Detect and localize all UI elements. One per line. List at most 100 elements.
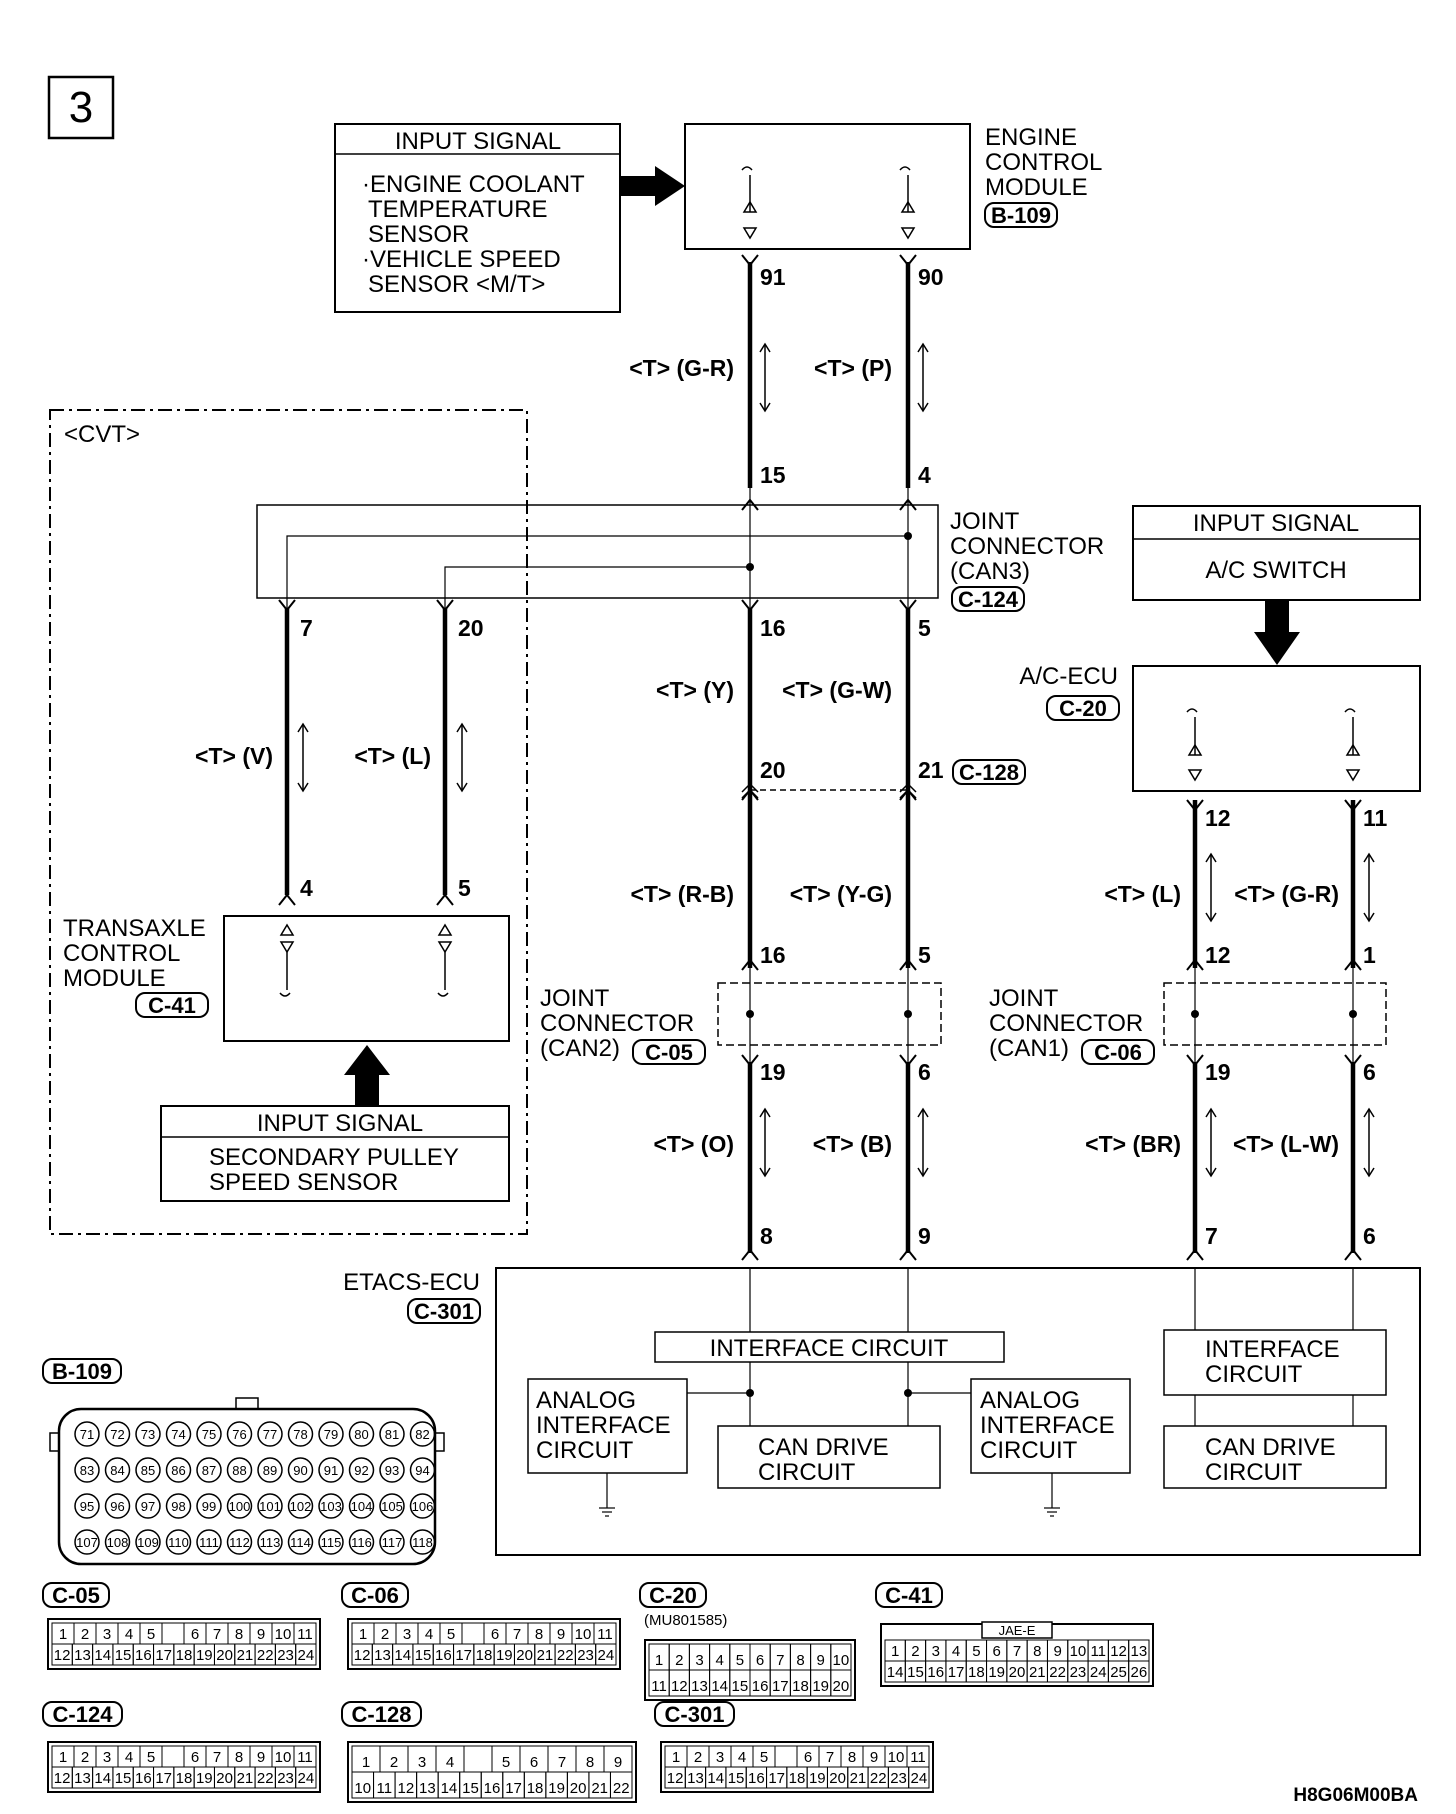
b109-pin-label: 105 [381, 1499, 403, 1514]
ecm-input-title: INPUT SIGNAL [395, 128, 561, 155]
b109-pin [104, 1529, 131, 1555]
c124-pin-label: 4 [125, 1749, 133, 1766]
c41-pin-label: 24 [1090, 1664, 1107, 1681]
tcm-name-3: MODULE [63, 965, 166, 992]
c301-pin-label: 12 [667, 1770, 684, 1787]
ecm-name-3: MODULE [985, 174, 1088, 201]
can1-name-2: CONNECTOR [989, 1010, 1143, 1037]
can2-name-1: JOINT [540, 985, 610, 1012]
c05-pin-label: 13 [74, 1647, 91, 1664]
b109-pin-label: 94 [415, 1463, 429, 1478]
analog-right-3: CIRCUIT [980, 1437, 1078, 1464]
c41-pin-label: 6 [993, 1643, 1001, 1660]
c06-pin-label: 5 [447, 1626, 455, 1643]
c124-tag: C-124 [53, 1702, 114, 1727]
b109-pin-label: 108 [107, 1535, 129, 1550]
wire-label-g-r-ac: <T> (G-R) [1234, 881, 1339, 907]
ac-ecu-name: A/C-ECU [1019, 663, 1118, 690]
b109-pin-label: 115 [321, 1535, 342, 1550]
c06-pin-label: 13 [374, 1647, 391, 1664]
c06-pin-label: 15 [415, 1647, 432, 1664]
can3-pin-16: 16 [760, 615, 786, 641]
c124-pin-label: 13 [74, 1770, 91, 1787]
c06-cavity [461, 1622, 485, 1645]
c128-pin-label: 17 [505, 1780, 522, 1797]
c301-pin-label: 3 [716, 1749, 724, 1766]
c20-pin-label: 8 [796, 1652, 804, 1669]
etacs-interface-circuit: INTERFACE CIRCUIT [710, 1335, 949, 1362]
c301-housing [660, 1741, 934, 1793]
can3-name-2: CONNECTOR [950, 533, 1104, 560]
b109-pin-label: 91 [324, 1463, 338, 1478]
c05-pin-label: 1 [59, 1626, 67, 1643]
b109-pin-label: 96 [110, 1499, 124, 1514]
c128-pin-label: 22 [613, 1780, 630, 1797]
b109-pin [226, 1421, 253, 1447]
arrow-down-icon [1254, 600, 1300, 665]
c128-pin-label: 9 [614, 1754, 622, 1771]
c124-tag-box [42, 1701, 123, 1727]
tcm-name-1: TRANSAXLE [63, 915, 206, 942]
b109-pin-label: 113 [260, 1535, 281, 1550]
b109-pin-label: 98 [171, 1499, 185, 1514]
c05-housing [47, 1618, 321, 1670]
b109-pin [379, 1493, 405, 1519]
c20-pin-label: 1 [655, 1652, 663, 1669]
c128-pin-label: 21 [591, 1780, 608, 1797]
ac-pin-11: 11 [1363, 805, 1388, 831]
wire-label-p: <T> (P) [814, 355, 892, 381]
b109-pin-label: 103 [320, 1499, 342, 1514]
c41-pin-label: 4 [952, 1643, 960, 1660]
can-drive-left-2: CIRCUIT [758, 1459, 856, 1486]
can3-connector-tag: C-124 [958, 587, 1019, 612]
c20-pin-label: 7 [776, 1652, 784, 1669]
can1-name-1: JOINT [989, 985, 1059, 1012]
c124-pin-label: 20 [216, 1770, 233, 1787]
b109-pin [226, 1493, 253, 1519]
b109-pin-label: 72 [110, 1427, 124, 1442]
c301-pin-label: 10 [888, 1749, 905, 1766]
c20-pin-label: 3 [695, 1652, 703, 1669]
c124-pin-label: 16 [135, 1770, 152, 1787]
ecm-name-2: CONTROL [985, 149, 1102, 176]
c301-tag: C-301 [665, 1702, 725, 1727]
b109-pin-label: 114 [290, 1535, 311, 1550]
b109-pin-label: 118 [412, 1535, 433, 1550]
c41-pin-label: 8 [1033, 1643, 1041, 1660]
can-bus-wires [284, 262, 1356, 1253]
b109-pin-label: 99 [202, 1499, 216, 1514]
c124-pin-label: 12 [54, 1770, 71, 1787]
joint-connector-can1: 12 1 19 6 JOINT CONNECTOR (CAN1) C-06 [989, 942, 1387, 1085]
b109-pin [287, 1493, 314, 1519]
c41-pin-label: 10 [1070, 1643, 1087, 1660]
c06-housing [347, 1618, 621, 1670]
b109-pin [287, 1457, 314, 1483]
c05-pin-label: 19 [196, 1647, 213, 1664]
c128-pin-label: 18 [527, 1780, 544, 1797]
can2-pin-5: 5 [918, 942, 931, 968]
c06-pin-label: 6 [491, 1626, 499, 1643]
b109-pin [196, 1493, 222, 1519]
c20-pin-label: 2 [675, 1652, 683, 1669]
c301-pin-label: 2 [694, 1749, 702, 1766]
c41-pin-label: 11 [1090, 1643, 1106, 1660]
b109-pin-label: 95 [80, 1499, 94, 1514]
can3-pin-7: 7 [300, 615, 313, 641]
b109-pin-label: 88 [232, 1463, 246, 1478]
b109-pin [348, 1457, 375, 1483]
c20-pin-label: 13 [691, 1678, 708, 1695]
c301-pin-label: 4 [738, 1749, 746, 1766]
c124-pin-label: 6 [191, 1749, 199, 1766]
c05-pin-label: 17 [155, 1647, 172, 1664]
c301-pin-label: 16 [748, 1770, 765, 1787]
page-number: 3 [69, 83, 93, 132]
ecm-connector-tag: B-109 [991, 203, 1051, 228]
b109-pin-label: 83 [80, 1463, 94, 1478]
can3-pin-4: 4 [918, 462, 931, 488]
wire-label-v: <T> (V) [195, 743, 273, 769]
